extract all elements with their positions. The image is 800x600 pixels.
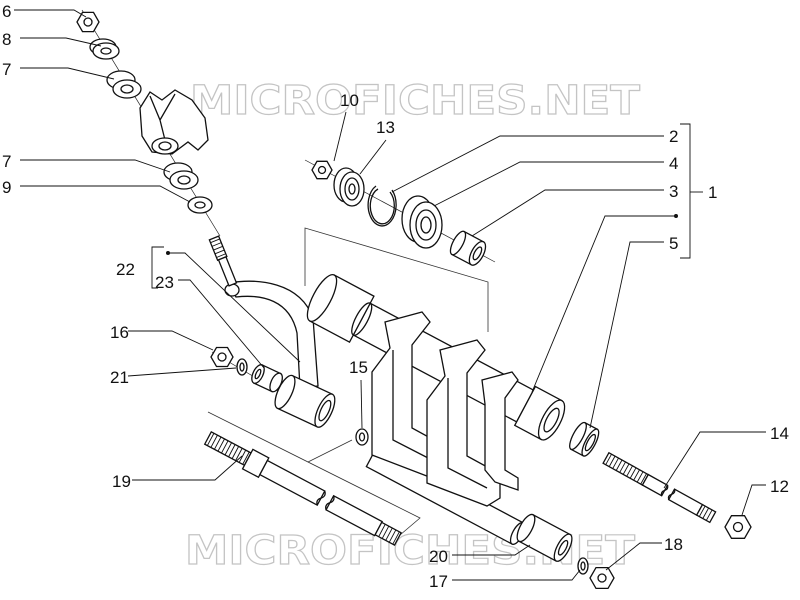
callout-6: 6 [2,2,11,21]
washer-9 [187,196,213,214]
callout-21: 21 [110,368,129,387]
callout-14: 14 [770,424,789,443]
callout-17: 17 [429,572,448,591]
spacer-23 [251,364,283,393]
mounting-bracket [139,89,209,155]
swingarm-rib [481,371,519,491]
callout-4: 4 [669,154,678,173]
nut-18 [589,566,615,590]
guide-lines-bolt [207,411,421,536]
callout-3: 3 [669,182,678,201]
leader-lines [14,9,766,581]
assembly-bracket-22 [151,246,170,289]
bearing-4 [401,195,443,249]
callout-12: 12 [770,477,789,496]
nut-16 [210,346,234,368]
bearing-13 [333,167,365,207]
bolt-14 [602,451,717,524]
guide-lines-upper [304,227,489,332]
nut-6 [76,11,100,33]
callout-1: 1 [708,183,717,202]
callout-19: 19 [112,472,131,491]
assembly-bracket-1 [674,123,703,259]
callout-13: 13 [376,118,395,137]
bushing-20 [516,513,573,562]
washer-8 [89,38,120,60]
washer-17 [577,557,589,575]
swingarm-side-plate-right [426,339,501,507]
callout-18: 18 [664,535,683,554]
callout-9: 9 [2,178,11,197]
guide-line-washer [307,439,353,463]
callout-7-lower: 7 [2,152,11,171]
callout-23: 23 [155,273,174,292]
washer-21 [236,358,248,376]
watermark-top: MICROFICHES.NET [190,78,641,124]
bushing-3 [449,230,487,266]
callout-20: 20 [429,547,448,566]
circlip-2 [367,185,397,227]
washer-15 [355,428,369,446]
bearing-7-lower [163,162,199,190]
callout-2: 2 [669,127,678,146]
callout-16: 16 [110,323,129,342]
bearing-5 [569,421,600,457]
bearing-7-upper [106,70,142,99]
bent-pipe-22 [208,235,336,428]
callout-8: 8 [2,30,11,49]
nut-10 [311,160,333,180]
callout-10: 10 [340,91,359,110]
nut-12 [724,515,752,539]
callout-5: 5 [669,234,678,253]
callout-15: 15 [349,358,368,377]
callout-22: 22 [116,260,135,279]
callout-7-upper: 7 [2,60,11,79]
bolt-19 [203,430,402,546]
